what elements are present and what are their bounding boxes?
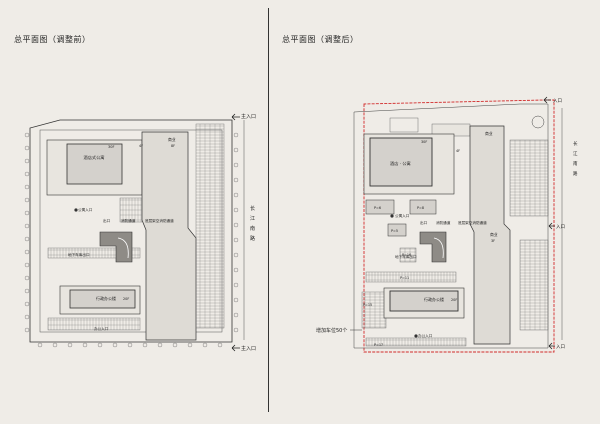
right-added-parking-note: 增加车位50个 [316,327,347,334]
right-p17: P=17 [374,343,383,347]
left-entrance-top: 主入口 [241,113,256,120]
right-entrance-bottom-arrow [548,342,555,350]
right-p5: P=5 [391,229,398,233]
right-parking-p16 [399,247,417,263]
right-elevated-fire-lane: 底层架空消防通道 [458,220,487,225]
right-p11: P=11 [400,276,409,280]
right-exit: 出口 [420,220,428,225]
left-exit: 出口 [103,218,111,223]
left-panel-title: 总平面图（调整前） [14,35,91,44]
left-parking-center [119,197,143,223]
right-commercial2-label: 商业 [490,232,498,237]
left-ramp-label: 地下车库出口 [68,252,90,257]
left-site-plan: 酒店式公寓 30F 商业 8F 4F 行政办公楼 20F 公寓入口 出口 消防通… [24,113,256,352]
right-parking-p6 [365,199,395,215]
right-commercial-block [469,125,511,345]
right-parking-p15 [361,291,387,329]
right-commercial2-floors: 3F [491,239,495,243]
right-panel-title: 总平面图（调整后） [282,35,359,44]
left-road-char-4: 路 [250,235,255,242]
left-parking-south [47,317,141,331]
right-office-entry: 办公入口 [418,333,433,338]
right-site-plan: 酒店 · 公寓 30F 商业 4F 商业 3F P=6 P=8 P=5 P=11… [316,96,578,353]
left-office-floors: 20F [123,297,129,301]
right-parking-east-2 [519,239,549,331]
right-entrance-top: 入口 [553,98,562,104]
panel-divider [268,8,269,412]
right-road-char-4: 路 [573,170,578,177]
right-parking-p8 [409,199,437,215]
right-p15: P=15 [363,303,372,307]
right-parking-p17 [365,337,467,347]
right-parking-p5 [387,223,407,237]
right-hotel-label: 酒店 · 公寓 [390,160,411,167]
left-entrance-bottom: 主入口 [241,345,256,352]
left-hotel-label: 酒店式公寓 [84,154,105,161]
left-ramp [99,231,133,263]
left-commercial-floors: 8F [171,144,175,148]
right-apartment-entry: 公寓入口 [395,213,410,218]
right-road-char-3: 南 [573,160,578,167]
left-commercial-left-floors: 4F [139,144,143,148]
right-ramp-label: 地下车库出口 [395,254,417,259]
right-commercial-label: 商业 [485,131,493,136]
left-hotel-floors: 30F [108,145,114,149]
left-entrance-bottom-arrow [231,344,240,352]
right-entrance-bottom: 入口 [556,344,565,350]
left-commercial-block [141,131,197,341]
left-commercial-label: 商业 [168,137,176,142]
right-entrance-mid: 入口 [556,224,565,230]
left-elevated-fire-lane: 底层架空消防通道 [145,218,174,223]
right-entrance-top-arrow [543,96,551,104]
left-road-char-1: 长 [250,205,255,212]
left-tree-row [24,132,239,348]
right-office-tower [389,290,459,312]
right-parking-p11 [365,271,457,283]
right-office-label: 行政办公楼 [424,296,444,302]
right-road-char-2: 江 [573,150,578,157]
right-ramp [419,231,447,263]
left-road-char-3: 南 [250,225,255,232]
left-entrance-top-arrow [231,113,240,121]
left-office-label: 行政办公楼 [96,295,116,301]
left-office-entry: 办公入口 [94,326,109,331]
left-site-boundary [29,119,233,343]
left-parking-east [195,123,225,329]
right-hotel-floors: 30F [421,140,427,144]
left-hotel-tower [66,143,123,185]
left-office-tower [69,289,136,309]
left-parking-mid [47,247,141,259]
right-fire-lane: 消防通道 [436,220,451,225]
right-p16: P=16 [402,253,411,257]
right-road-char-1: 长 [573,140,578,147]
right-parking-east-1 [509,139,549,217]
left-apartment-entry: 公寓入口 [78,207,93,212]
right-entrance-mid-arrow [548,222,555,230]
right-p6: P=6 [374,206,381,210]
right-hotel-tower [369,137,433,187]
left-fire-lane: 消防通道 [121,218,136,223]
right-commercial-floors: 4F [456,149,460,153]
left-road-char-2: 江 [250,215,255,222]
right-p8: P=8 [417,206,424,210]
right-office-floors: 20F [451,298,457,302]
